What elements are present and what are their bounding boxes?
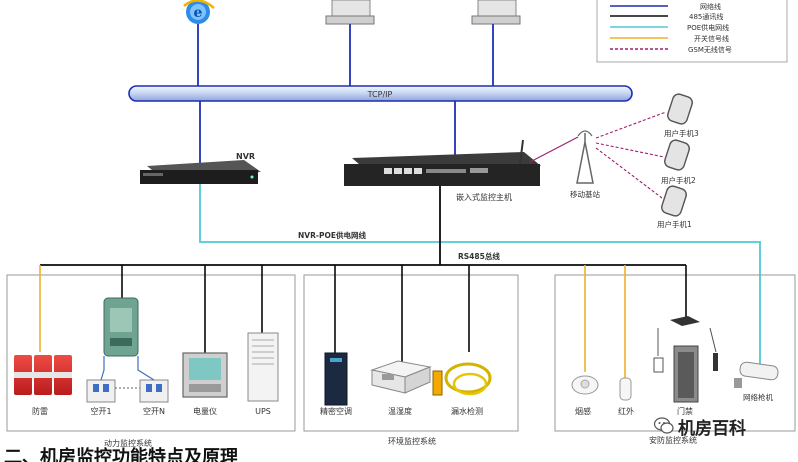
ups-icon [247, 332, 279, 402]
breaker-1-icon [86, 379, 116, 403]
network-camera-label: 网络枪机 [743, 392, 773, 402]
power-system-box [6, 274, 296, 432]
embedded-host-device [344, 139, 541, 186]
legend: 网络线 485通讯线 POE供电网线 开关信号线 GSM无线信号 [596, 0, 788, 63]
smoke-detector-label: 烟感 [575, 406, 591, 416]
precision-ac-icon [324, 352, 348, 406]
client-computer-2-icon [471, 0, 521, 25]
ups-label: UPS [255, 407, 271, 416]
gsm-signals [595, 111, 667, 199]
watermark-text: 机房百科 [678, 418, 746, 439]
watermark: 机房百科 [654, 415, 746, 439]
tcp-ip-label: TCP/IP [367, 90, 393, 99]
surge-protector-icon [14, 355, 72, 395]
smoke-detector-icon [571, 375, 599, 395]
legend-item-485: 485通讯线 [610, 12, 723, 21]
phone-2-label: 用户手机2 [661, 175, 696, 185]
svg-text:e: e [194, 5, 203, 21]
io-module-icon [103, 297, 139, 357]
phone-3-label: 用户手机3 [664, 128, 699, 138]
legend-item-signal: 开关信号线 [610, 34, 729, 43]
legend-label-poe: POE供电网线 [687, 23, 729, 32]
poe-network-line [199, 184, 761, 372]
network-camera-icon [734, 361, 779, 388]
legend-item-gsm: GSM无线信号 [610, 45, 732, 54]
section-heading: 二、机房监控功能特点及原理 [4, 447, 238, 462]
phone-1-icon [661, 185, 687, 217]
base-station-label: 移动基站 [570, 189, 600, 199]
environment-system-title: 环境监控系统 [388, 436, 436, 446]
legend-label-gsm: GSM无线信号 [688, 45, 732, 54]
client-computer-1-icon [325, 0, 375, 25]
ie-browser-icon: e [183, 0, 215, 24]
precision-ac-label: 精密空调 [320, 406, 352, 416]
security-system-box [554, 274, 796, 432]
power-meter-icon [182, 352, 228, 398]
infrared-label: 红外 [618, 406, 634, 416]
legend-item-poe: POE供电网线 [610, 23, 729, 32]
access-control-label: 门禁 [677, 406, 693, 416]
legend-label-network: 网络线 [700, 2, 721, 11]
host-label: 嵌入式监控主机 [456, 192, 512, 202]
breaker-1-label: 空开1 [90, 406, 111, 416]
nvr-label: NVR [236, 152, 255, 161]
host-to-station-line [529, 136, 579, 163]
water-leak-label: 漏水检测 [451, 406, 483, 416]
infrared-sensor-icon [619, 377, 632, 401]
phone-2-icon [664, 139, 690, 171]
security-system-title: 安防监控系统 [649, 435, 697, 445]
phone-3-icon [667, 93, 693, 125]
temp-humidity-sensor-icon [370, 360, 432, 394]
power-system-title: 动力监控系统 [104, 438, 152, 448]
legend-label-signal: 开关信号线 [694, 34, 729, 43]
legend-item-network: 网络线 [610, 2, 721, 11]
tcp-ip-bus: TCP/IP [128, 85, 633, 102]
base-station-icon [576, 130, 594, 184]
rs485-label: RS485总线 [458, 251, 500, 261]
wechat-logo-icon [654, 417, 674, 434]
breaker-n-label: 空开N [143, 406, 165, 416]
environment-system-box [303, 274, 519, 432]
access-control-icon [653, 316, 718, 403]
power-meter-label: 电量仪 [193, 406, 217, 416]
legend-label-485: 485通讯线 [689, 12, 723, 21]
breaker-n-icon [139, 379, 169, 403]
poe-label: NVR-POE供电网线 [298, 230, 366, 240]
phone-1-label: 用户手机1 [657, 219, 692, 229]
temp-humidity-label: 温湿度 [388, 406, 412, 416]
surge-label: 防雷 [32, 406, 48, 416]
nvr-device [140, 160, 261, 184]
water-leak-detector-icon [432, 362, 492, 396]
